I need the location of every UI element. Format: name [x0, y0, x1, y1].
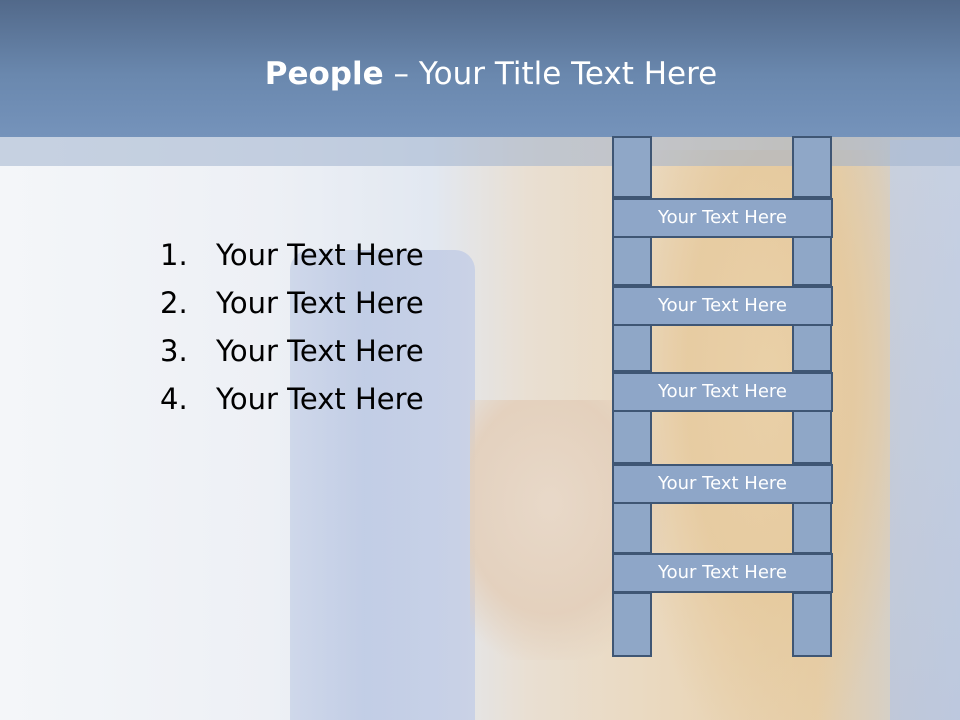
list-number: 3.: [160, 334, 188, 368]
list-item: 2. Your Text Here: [160, 283, 424, 331]
ladder-rail-right: [792, 236, 832, 286]
title-rest: – Your Title Text Here: [383, 56, 718, 92]
ladder-rail-right: [792, 324, 832, 372]
list-number: 1.: [160, 238, 188, 272]
list-text: Your Text Here: [216, 334, 424, 368]
ladder-rail-right: [792, 410, 832, 464]
ladder-rail-left: [612, 236, 652, 286]
ladder-rail-left: [612, 324, 652, 372]
header-band: [0, 0, 960, 137]
list-item: 3. Your Text Here: [160, 331, 424, 379]
list-text: Your Text Here: [216, 382, 424, 416]
shirt-image: [640, 150, 900, 720]
list-text: Your Text Here: [216, 286, 424, 320]
ladder-rung-2: Your Text Here: [612, 286, 833, 326]
paint-roller-image: [290, 250, 475, 720]
list-item: 1. Your Text Here: [160, 235, 424, 283]
ladder-rung-4: Your Text Here: [612, 464, 833, 504]
ladder-rail-right: [792, 592, 832, 657]
list-number: 4.: [160, 382, 188, 416]
ladder-rail-left: [612, 410, 652, 464]
ladder-rung-1: Your Text Here: [612, 198, 833, 238]
list-item: 4. Your Text Here: [160, 379, 424, 427]
ladder-rail-right: [792, 502, 832, 554]
ladder-rail-left: [612, 592, 652, 657]
title-bold: People: [264, 56, 384, 92]
ladder-rung-5: Your Text Here: [612, 553, 833, 593]
ladder-rail-left: [612, 136, 652, 198]
ladder-rail-left: [612, 502, 652, 554]
numbered-list: 1. Your Text Here 2. Your Text Here 3. Your…: [160, 235, 424, 427]
ladder-rung-3: Your Text Here: [612, 372, 833, 412]
slide-title: People – Your Title Text Here: [0, 52, 960, 96]
list-text: Your Text Here: [216, 238, 424, 272]
wall-image: [890, 140, 960, 720]
list-number: 2.: [160, 286, 188, 320]
ladder-rail-right: [792, 136, 832, 198]
